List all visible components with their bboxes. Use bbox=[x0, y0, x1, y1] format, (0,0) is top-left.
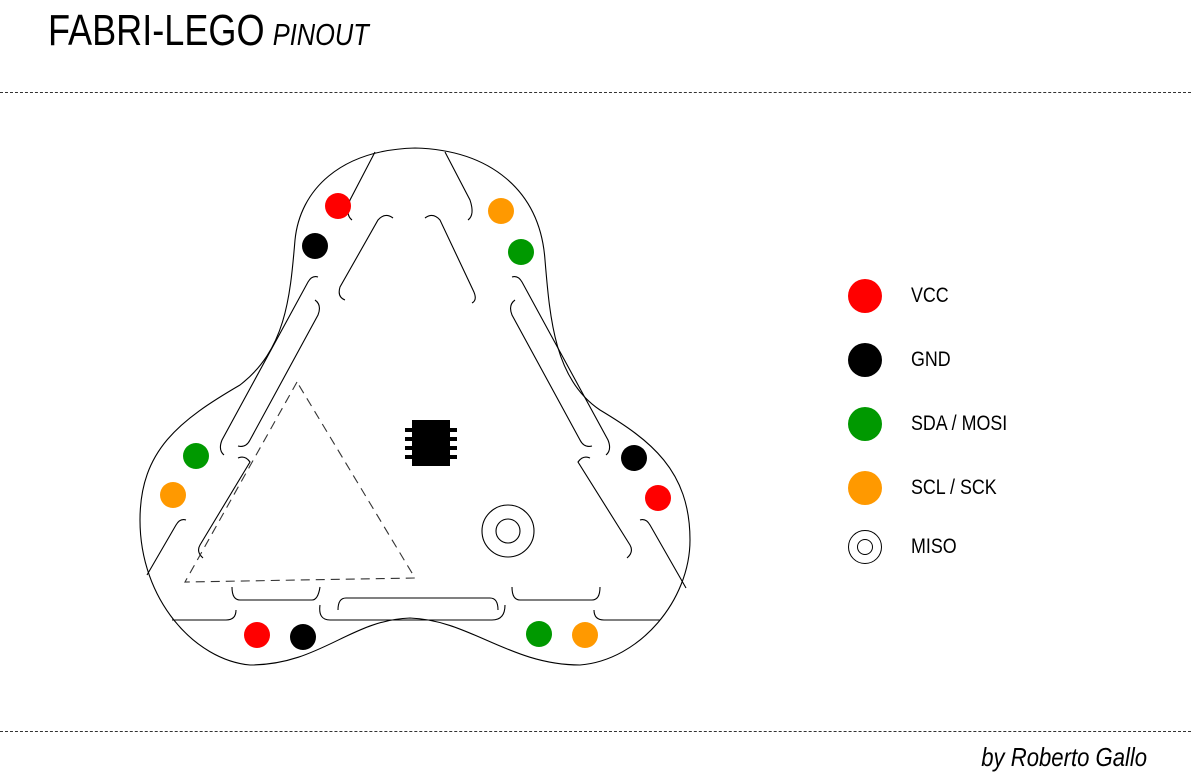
top-divider bbox=[0, 92, 1191, 93]
pin-gnd bbox=[290, 624, 316, 650]
vcc-dot-icon bbox=[848, 279, 882, 313]
pin-scl-sck bbox=[160, 482, 186, 508]
miso-pad bbox=[481, 504, 535, 558]
dashed-triangle bbox=[184, 380, 416, 583]
bottom-divider bbox=[0, 731, 1191, 732]
legend-miso: MISO bbox=[848, 529, 965, 565]
author-credit: by Roberto Gallo bbox=[981, 742, 1147, 772]
pin-scl-sck bbox=[488, 198, 514, 224]
legend-label: MISO bbox=[911, 535, 957, 558]
legend-label: GND bbox=[911, 348, 951, 371]
legend-scl-sck: SCL / SCK bbox=[848, 470, 1012, 506]
legend-label: SCL / SCK bbox=[911, 476, 997, 499]
legend-sda-mosi: SDA / MOSI bbox=[848, 406, 1024, 442]
pin-gnd bbox=[621, 445, 647, 471]
legend-vcc: VCC bbox=[848, 278, 955, 314]
gnd-dot-icon bbox=[848, 343, 882, 377]
pin-vcc bbox=[645, 485, 671, 511]
pin-sda-mosi bbox=[508, 239, 534, 265]
legend-label: VCC bbox=[911, 284, 949, 307]
legend-label: SDA / MOSI bbox=[911, 412, 1008, 435]
title-text: FABRI-LEGO bbox=[48, 6, 265, 55]
board-slots bbox=[146, 151, 687, 621]
pin-gnd bbox=[302, 233, 328, 259]
board-outline bbox=[139, 147, 691, 666]
chip-icon bbox=[405, 420, 457, 466]
sda-dot-icon bbox=[848, 407, 882, 441]
pin-sda-mosi bbox=[526, 621, 552, 647]
miso-ring-icon bbox=[848, 530, 882, 564]
legend-gnd: GND bbox=[848, 342, 958, 378]
pin-dots bbox=[160, 193, 671, 650]
scl-dot-icon bbox=[848, 471, 882, 505]
title-subtitle: PINOUT bbox=[272, 17, 369, 52]
pin-vcc bbox=[244, 622, 270, 648]
pin-vcc bbox=[325, 193, 351, 219]
pin-sda-mosi bbox=[183, 443, 209, 469]
pin-scl-sck bbox=[572, 622, 598, 648]
